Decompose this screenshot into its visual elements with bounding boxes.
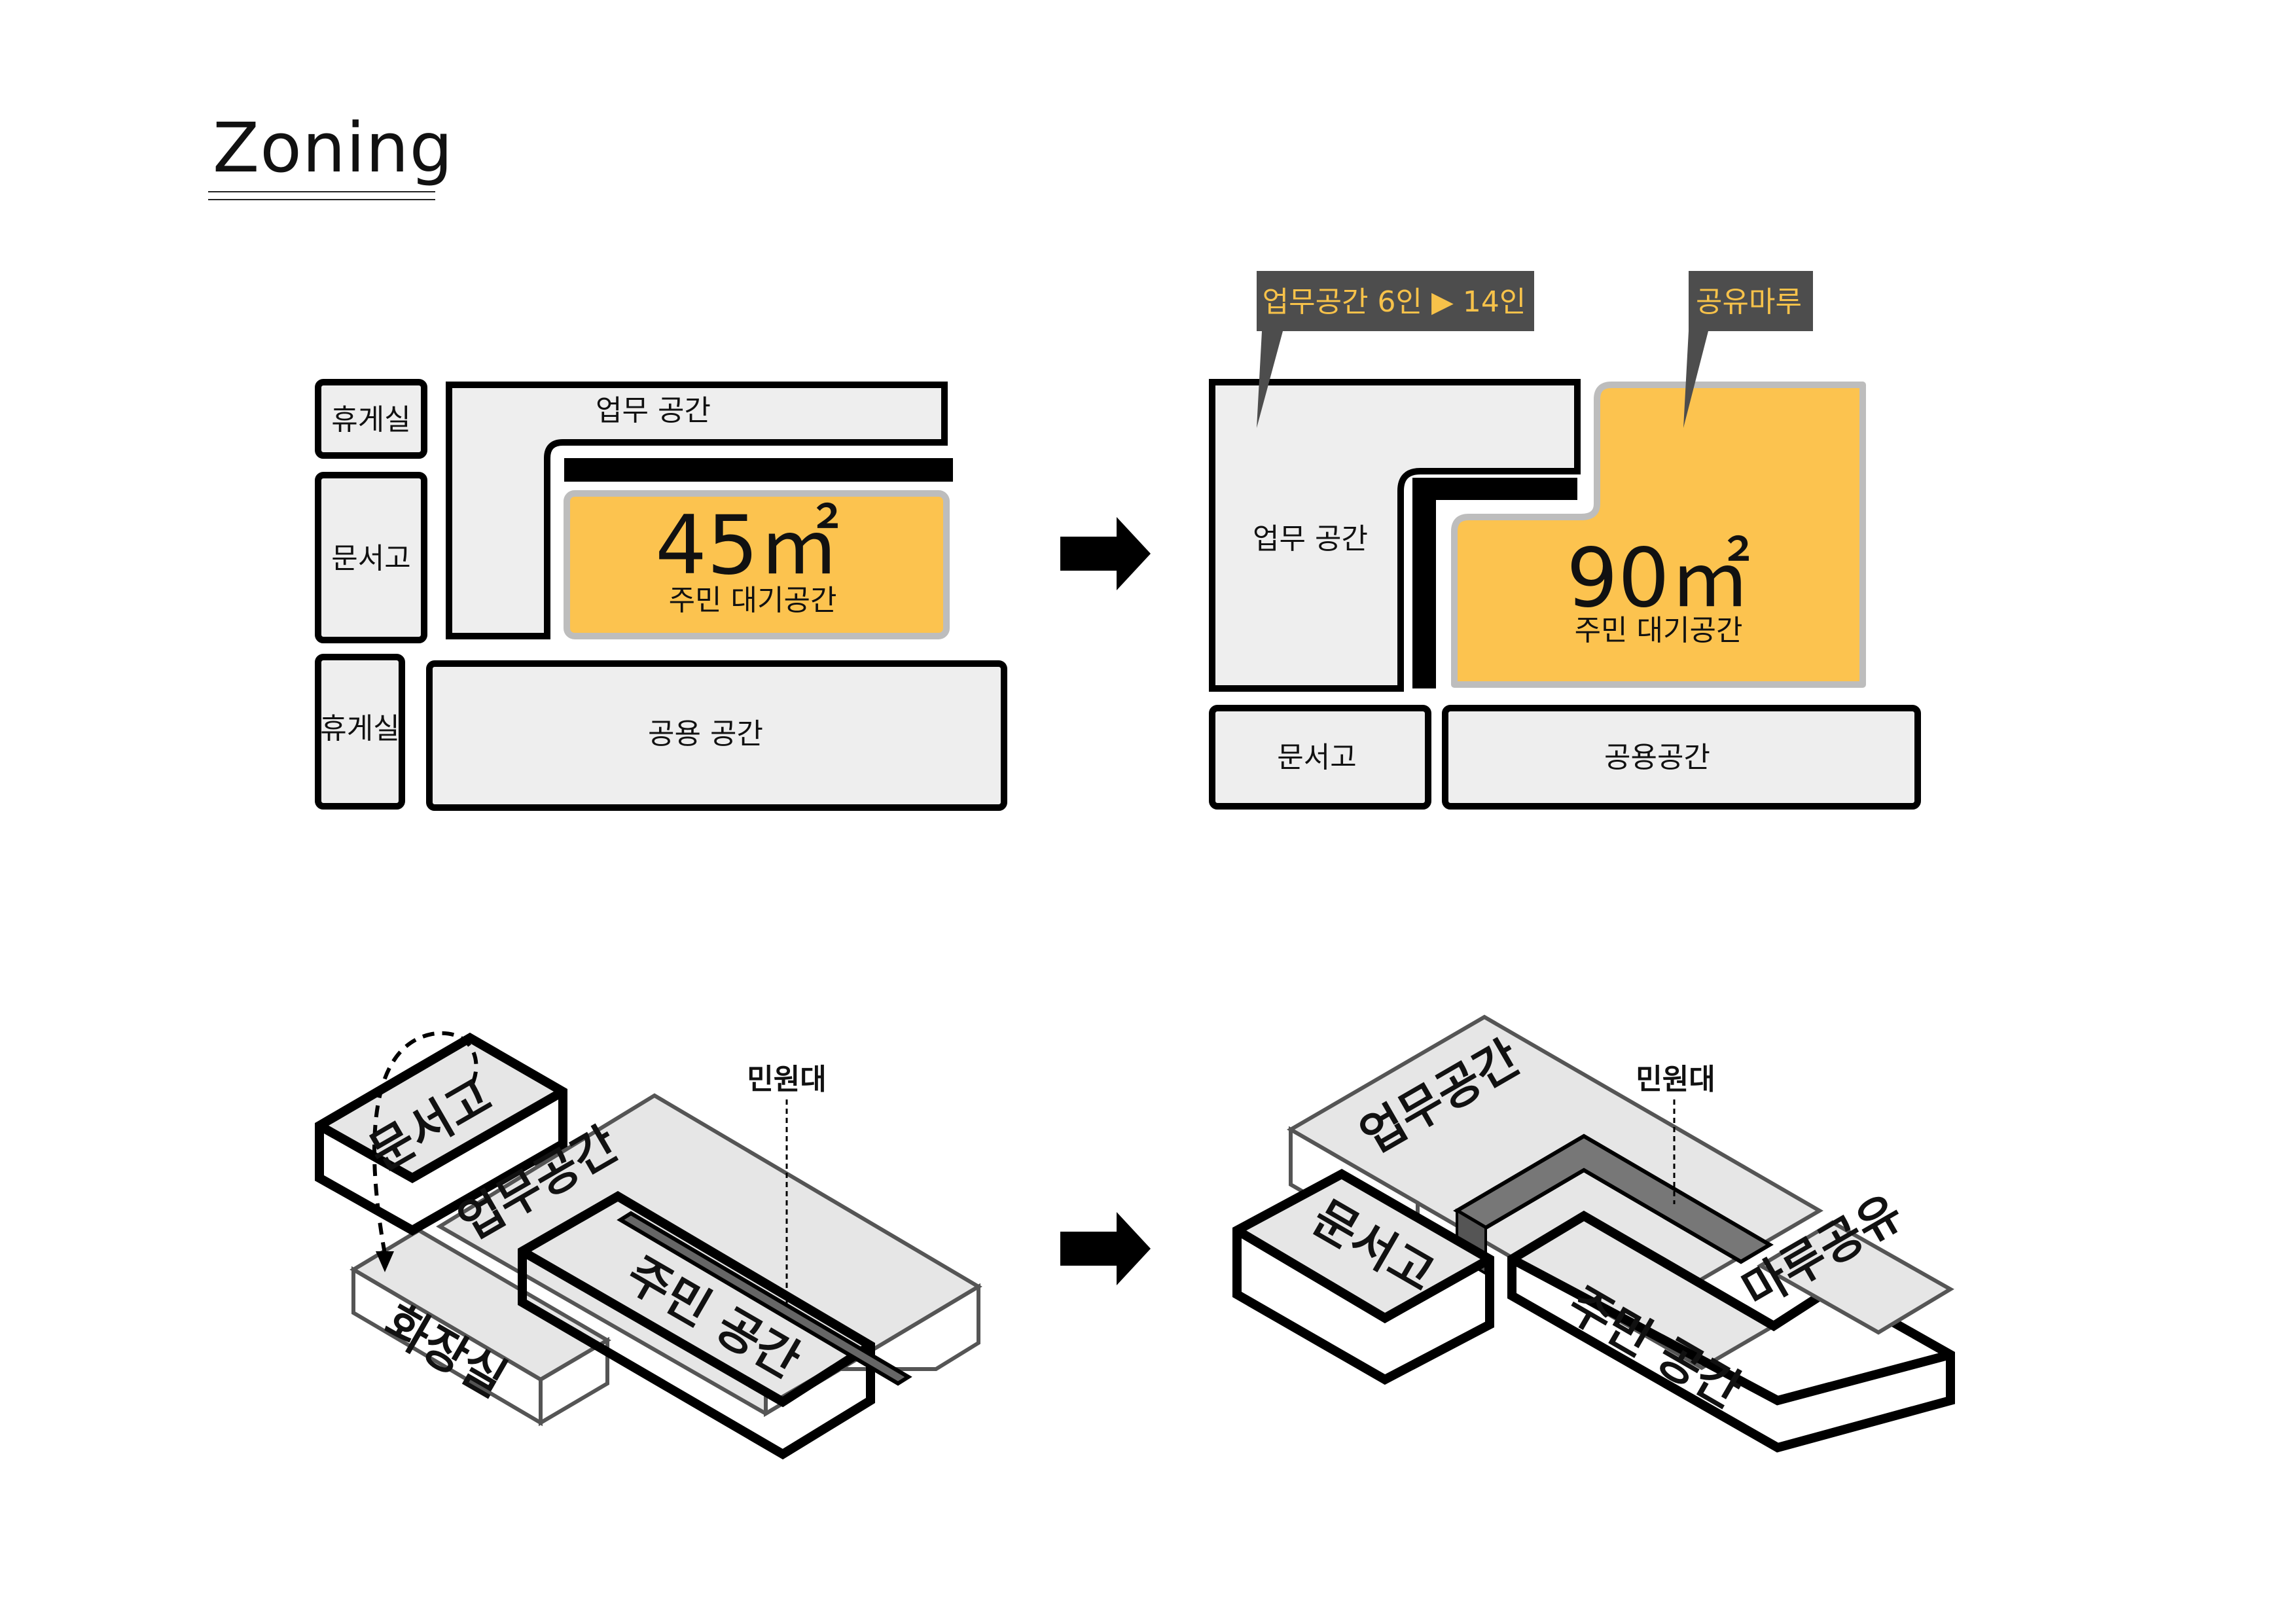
room-office-after bbox=[1209, 379, 1581, 692]
room-archive-after-label: 문서고 bbox=[1277, 741, 1356, 774]
title-underline-double bbox=[208, 199, 435, 200]
room-common-after-label: 공용공간 bbox=[1604, 741, 1710, 774]
callout-maru bbox=[1683, 271, 1813, 428]
room-archive-label: 문서고 bbox=[331, 542, 410, 575]
plan-before: 휴게실 문서고 휴게실 업무 공간 45㎡ 주민 대기공간 공용 공간 bbox=[315, 379, 1007, 811]
page-title: Zoning bbox=[213, 108, 454, 188]
iso-before: 민원대 문서고 업무공간 주민 공간 화장실 bbox=[315, 1031, 982, 1460]
callout-office bbox=[1257, 271, 1534, 428]
room-common-after bbox=[1442, 705, 1921, 810]
room-archive bbox=[315, 472, 427, 643]
iso-archive-outline bbox=[315, 1032, 567, 1236]
waiting-area-after-size: 90㎡ bbox=[1566, 531, 1751, 626]
iso-counter-label: 민원대 bbox=[747, 1063, 826, 1096]
room-archive-after bbox=[1209, 705, 1431, 810]
room-office-after-label: 업무 공간 bbox=[1253, 522, 1368, 556]
room-lounge-bottom bbox=[315, 654, 405, 810]
room-common-label: 공용 공간 bbox=[648, 717, 763, 751]
arrow-right-icon bbox=[1060, 517, 1151, 590]
move-arrow bbox=[372, 1031, 478, 1255]
move-arrow-head-icon bbox=[376, 1251, 394, 1272]
waiting-area-after-label: 주민 대기공간 bbox=[1575, 614, 1743, 647]
plan-after: 업무 공간 90㎡ 주민 대기공간 문서고 공용공간 업무공간 6인 ▶ 14인… bbox=[1209, 271, 1921, 810]
waiting-area-after bbox=[1451, 382, 1866, 688]
iso-after-counter-label: 민원대 bbox=[1636, 1063, 1715, 1096]
iso-after-maru-top bbox=[1757, 1220, 1954, 1335]
waiting-area bbox=[564, 490, 950, 639]
room-office-label: 업무 공간 bbox=[596, 394, 711, 427]
title-underline bbox=[208, 191, 435, 192]
iso-after: 민원대 업무공간 문서고 주민 공간 마루공유 bbox=[1232, 1014, 1955, 1453]
room-lounge-top bbox=[315, 379, 427, 459]
callout-office-text: 업무공간 6인 ▶ 14인 bbox=[1263, 285, 1526, 319]
room-office bbox=[446, 382, 948, 639]
iso-after-resident-edge bbox=[1509, 1255, 1952, 1406]
room-lounge-bottom-label: 휴게실 bbox=[320, 712, 399, 745]
room-common bbox=[426, 660, 1007, 811]
iso-resident-outline bbox=[518, 1190, 875, 1460]
iso-toilet-right bbox=[539, 1336, 609, 1427]
counter-bar bbox=[564, 458, 953, 482]
iso-after-archive-outline bbox=[1232, 1168, 1494, 1385]
iso-resident-edge bbox=[520, 1247, 873, 1408]
iso-counter bbox=[617, 1211, 912, 1386]
callout-maru-text: 공유마루 bbox=[1696, 285, 1802, 319]
waiting-area-label: 주민 대기공간 bbox=[669, 584, 837, 617]
room-lounge-top-label: 휴게실 bbox=[331, 403, 410, 437]
counter-bar-after bbox=[1412, 478, 1577, 688]
iso-archive-edge bbox=[317, 1087, 565, 1184]
waiting-area-size: 45㎡ bbox=[655, 499, 840, 593]
iso-after-archive-edge bbox=[1234, 1226, 1492, 1324]
arrow-right-icon bbox=[1060, 1212, 1151, 1285]
